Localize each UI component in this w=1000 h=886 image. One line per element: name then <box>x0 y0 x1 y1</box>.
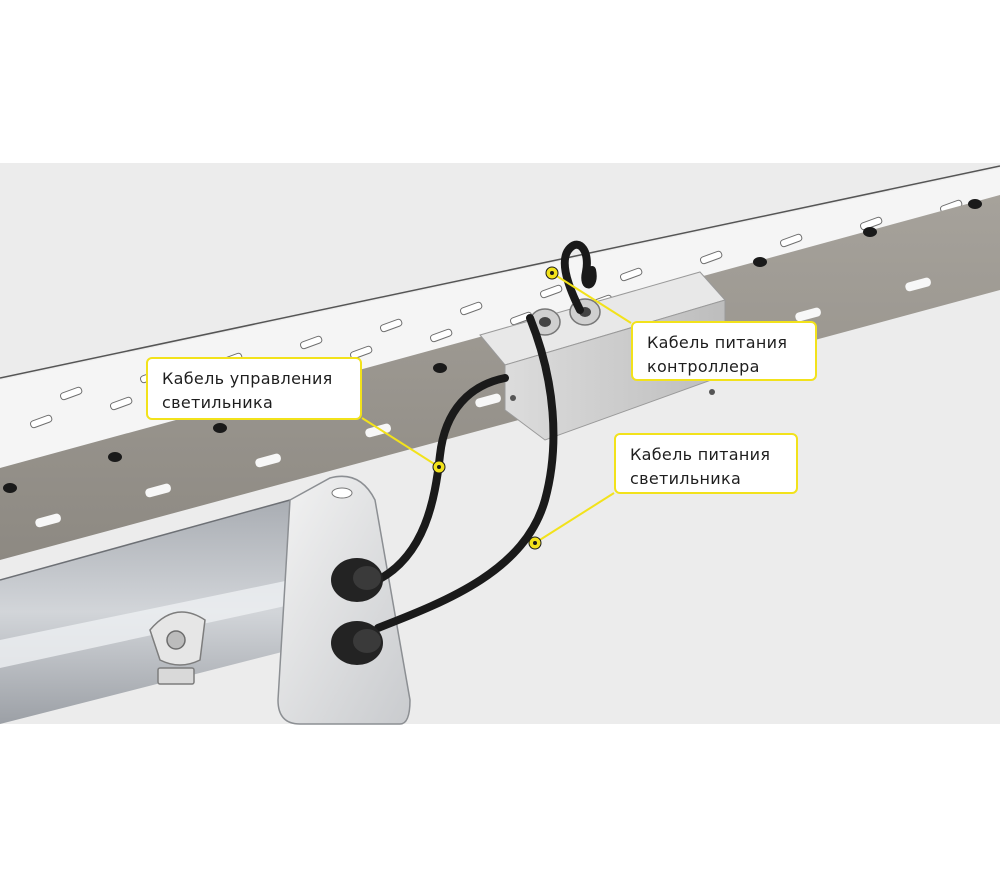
cables <box>374 240 597 632</box>
lamp-control-cable <box>374 374 509 584</box>
latch-clip-icon <box>149 611 206 685</box>
luminaire-housing <box>0 475 411 725</box>
callout-controller-power-cable: Кабель питания контроллера <box>631 321 817 381</box>
callout-lamp-power-cable: Кабель питания светильника <box>614 433 798 494</box>
callout-line-2: контроллера <box>647 357 760 376</box>
callout-line-2: светильника <box>630 469 742 488</box>
callout-line-1: Кабель управления <box>162 369 333 388</box>
callout-line-1: Кабель питания <box>647 333 788 352</box>
lamp-power-cable <box>374 314 558 632</box>
end-plate <box>277 475 411 725</box>
leader-lines <box>361 272 632 544</box>
controller-power-cable <box>560 240 597 314</box>
callout-line-1: Кабель питания <box>630 445 771 464</box>
callout-line-2: светильника <box>162 393 274 412</box>
lamp-gland-icons <box>331 558 383 665</box>
tray-face-slots <box>35 277 931 528</box>
callout-lamp-control-cable: Кабель управления светильника <box>146 357 362 420</box>
